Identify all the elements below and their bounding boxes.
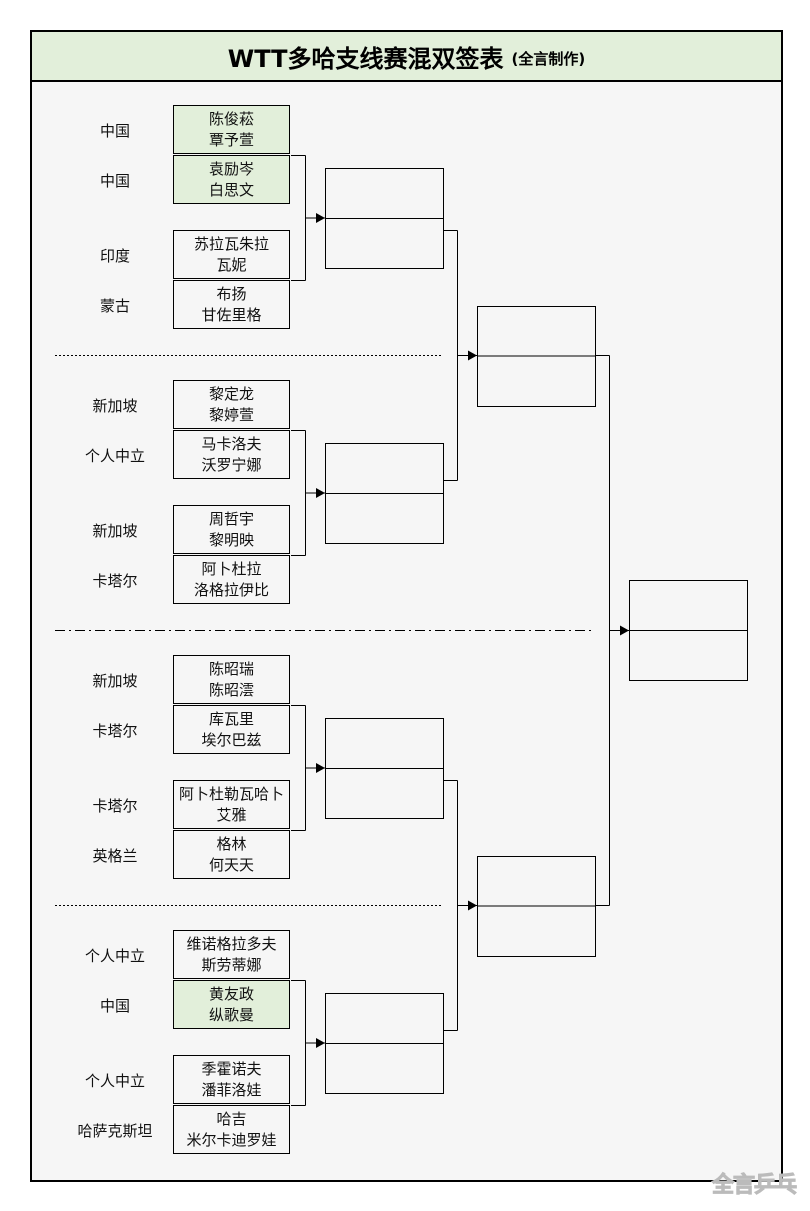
player-name: 陈昭澐 (208, 680, 254, 699)
player-name: 覃予萱 (208, 130, 254, 149)
player-name: 甘佐里格 (201, 305, 262, 324)
player-name: 埃尔巴兹 (201, 730, 262, 749)
player-name: 维诺格拉多夫 (186, 934, 277, 953)
country-label: 个人中立 (84, 1072, 145, 1090)
pair-entry: 苏拉瓦朱拉瓦妮 (173, 230, 290, 279)
arrow-icon (316, 1038, 325, 1048)
player-name: 米尔卡迪罗娃 (186, 1130, 277, 1149)
pair-entry: 马卡洛夫沃罗宁娜 (173, 430, 290, 479)
player-name: 马卡洛夫 (201, 434, 262, 453)
pair-entry: 黎定龙黎婷萱 (173, 380, 290, 429)
player-name: 阿卜杜勒瓦哈卜 (178, 784, 284, 803)
player-name: 季霍诺夫 (201, 1059, 262, 1078)
country-label: 英格兰 (92, 847, 138, 865)
player-name: 陈俊菘 (208, 109, 254, 128)
player-name: 斯劳蒂娜 (201, 955, 262, 974)
country-label: 印度 (99, 247, 130, 265)
player-name: 洛格拉伊比 (193, 580, 269, 599)
player-name: 黎定龙 (208, 384, 254, 403)
country-label: 中国 (99, 172, 130, 190)
country-label: 新加坡 (92, 522, 138, 540)
pair-entry: 布扬甘佐里格 (173, 280, 290, 329)
pair-entry: 阿卜杜勒瓦哈卜艾雅 (173, 780, 290, 829)
pair-entry: 陈昭瑞陈昭澐 (173, 655, 290, 704)
page-title: WTT多哈支线赛混双签表 (227, 44, 504, 73)
player-name: 哈吉 (216, 1109, 247, 1128)
player-name: 白思文 (208, 180, 254, 199)
page-subtitle: (全言制作) (511, 49, 586, 68)
country-label: 哈萨克斯坦 (77, 1122, 153, 1140)
arrow-icon (620, 625, 629, 636)
pair-entry: 周哲宇黎明映 (173, 505, 290, 554)
arrow-icon (468, 900, 477, 911)
pair-entry: 阿卜杜拉洛格拉伊比 (173, 555, 290, 604)
player-name: 沃罗宁娜 (201, 455, 262, 474)
player-name: 袁励岑 (208, 159, 254, 178)
pair-entry: 哈吉米尔卡迪罗娃 (173, 1105, 290, 1154)
player-name: 周哲宇 (208, 509, 254, 528)
pair-entry: 黄友政纵歌曼 (173, 980, 290, 1029)
player-name: 格林 (216, 834, 247, 853)
player-name: 纵歌曼 (208, 1005, 254, 1024)
player-name: 苏拉瓦朱拉 (193, 234, 269, 253)
country-label: 中国 (99, 122, 130, 140)
player-name: 何天天 (208, 855, 254, 874)
player-name: 黎明映 (208, 530, 254, 549)
country-label: 卡塔尔 (92, 722, 138, 740)
country-label: 卡塔尔 (92, 572, 138, 590)
watermark: 全言乒乓 (711, 1173, 797, 1199)
pair-entry: 格林何天天 (173, 830, 290, 879)
country-label: 中国 (99, 997, 130, 1015)
player-name: 阿卜杜拉 (201, 559, 262, 578)
player-name: 潘菲洛娃 (201, 1080, 262, 1099)
pair-entry: 陈俊菘覃予萱 (173, 105, 290, 154)
pair-entry: 库瓦里埃尔巴兹 (173, 705, 290, 754)
player-name: 布扬 (216, 284, 247, 303)
player-name: 瓦妮 (216, 255, 247, 274)
country-label: 卡塔尔 (92, 797, 138, 815)
country-label: 蒙古 (99, 297, 130, 315)
arrow-icon (316, 213, 325, 223)
arrow-icon (468, 350, 477, 361)
player-name: 黎婷萱 (208, 405, 254, 424)
pair-entry: 维诺格拉多夫斯劳蒂娜 (173, 930, 290, 979)
country-label: 个人中立 (84, 447, 145, 465)
player-name: 艾雅 (216, 805, 247, 824)
arrow-icon (316, 488, 325, 498)
pair-entry: 袁励岑白思文 (173, 155, 290, 204)
player-name: 黄友政 (208, 984, 254, 1003)
player-name: 陈昭瑞 (208, 659, 254, 678)
country-label: 个人中立 (84, 947, 145, 965)
country-label: 新加坡 (92, 672, 138, 690)
pair-entry: 季霍诺夫潘菲洛娃 (173, 1055, 290, 1104)
header: WTT多哈支线赛混双签表 (全言制作) (32, 32, 781, 82)
player-name: 库瓦里 (208, 709, 254, 728)
country-label: 新加坡 (92, 397, 138, 415)
arrow-icon (316, 763, 325, 773)
draw-sheet: WTT多哈支线赛混双签表 (全言制作) (30, 30, 783, 1182)
